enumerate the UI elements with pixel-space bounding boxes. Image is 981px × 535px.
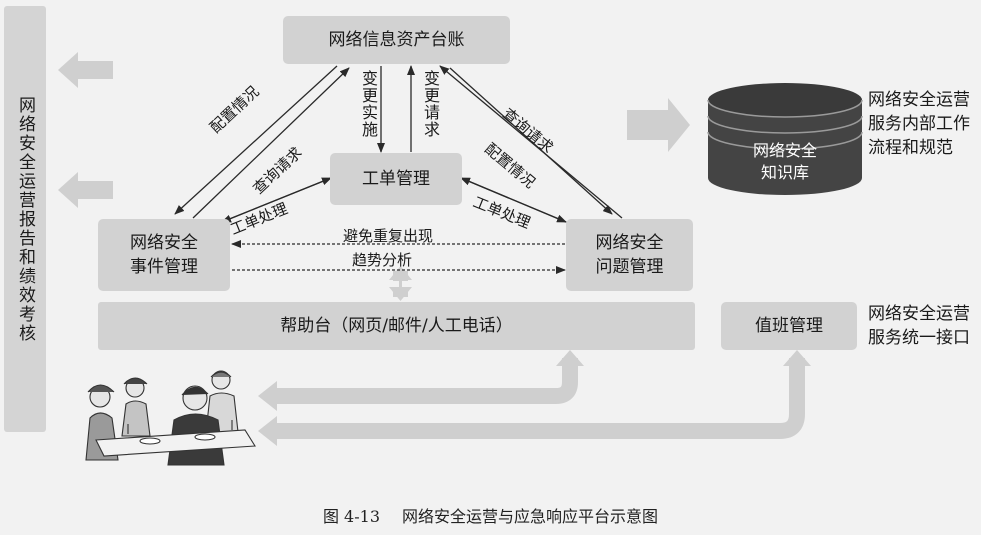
problem-management-label: 网络安全问题管理 <box>595 233 664 277</box>
ticket-handling-right-arrow-b <box>460 177 567 223</box>
duty-management-label: 值班管理 <box>755 316 823 336</box>
asset-ledger-label: 网络信息资产台账 <box>328 30 465 50</box>
duty-management-box: 值班管理 <box>721 302 857 350</box>
internal-workflow-note: 网络安全运营服务内部工作流程和规范 <box>868 90 970 158</box>
work-order-label: 工单管理 <box>362 169 430 189</box>
database-cylinder-icon <box>707 83 863 195</box>
change-implement-label: 变更实施 <box>359 70 378 138</box>
ticket-handling-left-arrow-b <box>221 177 332 223</box>
right-big-arrow <box>627 98 690 152</box>
report-performance-panel: 网络安全运营报告和绩效考核 <box>4 6 46 432</box>
work-order-box: 工单管理 <box>330 153 462 205</box>
knowledge-base-label: 网络安全知识库 <box>752 141 817 182</box>
report-performance-label: 网络安全运营报告和绩效考核 <box>15 95 35 343</box>
people-at-table-illustration <box>85 370 256 466</box>
change-request-label: 变更请求 <box>421 70 440 138</box>
duty-return-arrow <box>275 358 805 439</box>
query-request-right-arrow <box>439 65 623 219</box>
event-management-box: 网络安全事件管理 <box>98 219 230 291</box>
figure-title: 网络安全运营与应急响应平台示意图 <box>402 507 659 526</box>
figure-caption: 图 4-13 网络安全运营与应急响应平台示意图 <box>0 503 981 527</box>
left-big-arrow-2 <box>58 172 113 208</box>
unified-interface-note: 网络安全运营服务统一接口 <box>868 304 970 348</box>
event-management-label: 网络安全事件管理 <box>130 233 198 277</box>
helpdesk-return-arrow <box>275 358 578 404</box>
figure-number: 图 4-13 <box>322 507 381 526</box>
config-status-right-arrow <box>449 67 613 215</box>
help-desk-box: 帮助台（网页/邮件/人工电话） <box>98 302 695 350</box>
problem-management-box: 网络安全问题管理 <box>566 219 693 291</box>
config-status-left-arrow <box>174 65 338 215</box>
trend-analysis-label: 趋势分析 <box>352 251 413 269</box>
help-desk-label: 帮助台（网页/邮件/人工电话） <box>280 316 513 336</box>
left-big-arrow-1 <box>58 52 113 88</box>
avoid-repeat-label: 避免重复出现 <box>343 227 434 245</box>
asset-ledger-box: 网络信息资产台账 <box>283 16 510 64</box>
query-request-left-arrow <box>192 67 350 219</box>
